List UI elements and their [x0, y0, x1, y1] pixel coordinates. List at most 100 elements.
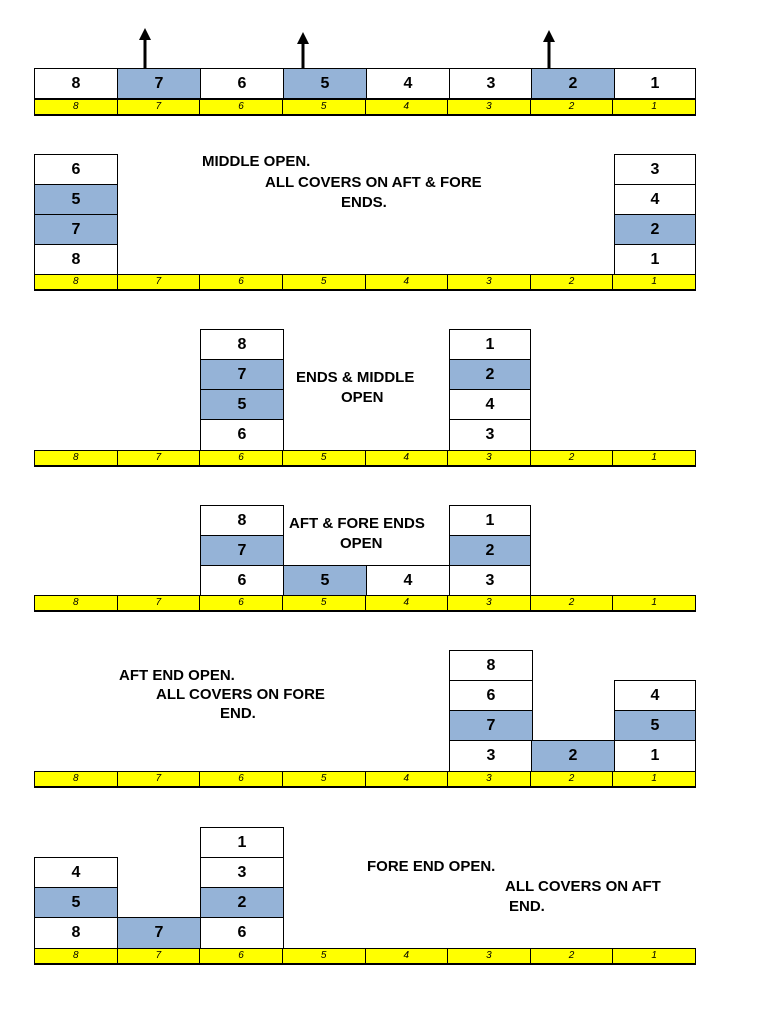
- strip-number: 6: [200, 949, 283, 963]
- note-line: ALL COVERS ON AFT: [505, 878, 661, 895]
- hatch-position-strip: 8 7 6 5 4 3 2 1: [34, 771, 696, 788]
- strip-number: 4: [366, 275, 449, 289]
- note-line: OPEN: [341, 389, 384, 406]
- hatch-cover: 5: [34, 184, 118, 215]
- strip-number: 2: [531, 949, 614, 963]
- note-line: MIDDLE OPEN.: [202, 153, 311, 170]
- hatch-cover: 4: [34, 857, 118, 888]
- strip-number: 7: [118, 275, 201, 289]
- hatch-cover: 3: [614, 154, 696, 185]
- strip-number: 3: [448, 100, 531, 114]
- hatch-cover: 1: [200, 827, 284, 858]
- hatch-cover: 5: [34, 887, 118, 918]
- hatch-cover: 4: [449, 389, 531, 420]
- note-line: END.: [220, 705, 256, 722]
- hatch-cover: 8: [34, 68, 118, 99]
- note-line: END.: [509, 898, 545, 915]
- strip-number: 4: [366, 100, 449, 114]
- note-line: ALL COVERS ON AFT & FORE: [265, 174, 482, 191]
- hatch-cover: 7: [200, 359, 284, 390]
- note-line: ALL COVERS ON FORE: [156, 686, 325, 703]
- hatch-cover: 6: [200, 917, 284, 949]
- strip-number: 3: [448, 772, 531, 786]
- note-line: FORE END OPEN.: [367, 858, 496, 875]
- hatch-cover: 2: [200, 887, 284, 918]
- strip-number: 8: [35, 949, 118, 963]
- strip-number: 6: [200, 100, 283, 114]
- hatch-cover: 7: [117, 917, 201, 949]
- strip-number: 8: [35, 275, 118, 289]
- note-line: ENDS & MIDDLE: [296, 369, 415, 386]
- hatch-cover: 1: [614, 244, 696, 275]
- hatch-cover: 6: [200, 68, 284, 99]
- strip-number: 6: [200, 451, 283, 465]
- hatch-cover: 8: [449, 650, 533, 681]
- hatch-cover: 5: [283, 565, 367, 596]
- hatch-cover: 8: [200, 329, 284, 360]
- strip-number: 3: [448, 275, 531, 289]
- strip-number: 4: [366, 596, 449, 610]
- strip-number: 5: [283, 275, 366, 289]
- hatch-cover: 2: [531, 68, 615, 99]
- note-line: AFT & FORE ENDS: [289, 515, 425, 532]
- strip-number: 8: [35, 596, 118, 610]
- hatch-cover: 3: [449, 565, 531, 596]
- hatch-cover: 7: [34, 214, 118, 245]
- hatch-cover: 2: [449, 359, 531, 390]
- hatch-cover: 5: [614, 710, 696, 741]
- strip-number: 5: [283, 772, 366, 786]
- strip-number: 6: [200, 772, 283, 786]
- hatch-cover: 4: [614, 680, 696, 711]
- strip-number: 1: [651, 597, 657, 608]
- hatch-cover: 8: [200, 505, 284, 536]
- hatch-cover: 3: [449, 68, 533, 99]
- hatch-cover: 3: [200, 857, 284, 888]
- strip-number: 3: [448, 451, 531, 465]
- hatch-cover: 6: [449, 680, 533, 711]
- strip-number: 5: [283, 949, 366, 963]
- hatch-cover: 6: [200, 565, 284, 596]
- hatch-position-strip: 8 7 6 5 4 3 2 1: [34, 595, 696, 612]
- strip-number: 3: [448, 949, 531, 963]
- strip-number: 5: [283, 451, 366, 465]
- arrow-up-icon: [297, 32, 309, 80]
- strip-number: 7: [118, 772, 201, 786]
- hatch-cover: 7: [117, 68, 201, 99]
- strip-number: 1: [651, 773, 657, 784]
- strip-number: 7: [118, 451, 201, 465]
- strip-number: 7: [118, 596, 201, 610]
- strip-number: 5: [283, 596, 366, 610]
- strip-number: 2: [531, 275, 614, 289]
- note-line: AFT END OPEN.: [119, 667, 235, 684]
- strip-number: 7: [118, 100, 201, 114]
- note-line: ENDS.: [341, 194, 387, 211]
- strip-number: 2: [531, 451, 614, 465]
- hatch-position-strip: 8 7 6 5 4 3 2 1: [34, 274, 696, 291]
- hatch-position-strip: 8 7 6 5 4 3 2 1: [34, 99, 696, 116]
- strip-number: 4: [366, 451, 449, 465]
- strip-number: 8: [35, 100, 118, 114]
- hatch-cover: 8: [34, 244, 118, 275]
- strip-number: 8: [35, 772, 118, 786]
- hatch-cover: 1: [614, 68, 696, 99]
- strip-number: 2: [531, 772, 614, 786]
- hatch-cover: 2: [531, 740, 615, 772]
- hatch-cover: 3: [449, 419, 531, 451]
- arrow-up-icon: [543, 30, 555, 80]
- hatch-cover: 2: [614, 214, 696, 245]
- hatch-cover: 4: [366, 68, 450, 99]
- hatch-cover: 1: [449, 329, 531, 360]
- strip-number: 3: [448, 596, 531, 610]
- hatch-cover: 1: [449, 505, 531, 536]
- hatch-cover: 3: [449, 740, 533, 772]
- strip-number: 2: [531, 596, 614, 610]
- hatch-position-strip: 8 7 6 5 4 3 2 1: [34, 450, 696, 467]
- strip-number: 8: [35, 451, 118, 465]
- hatch-cover: 8: [34, 917, 118, 949]
- arrow-up-icon: [139, 28, 151, 80]
- hatch-cover: 4: [614, 184, 696, 215]
- strip-number: 1: [651, 950, 657, 961]
- hatch-cover: 1: [614, 740, 696, 772]
- hatch-position-strip: 8 7 6 5 4 3 2 1: [34, 948, 696, 965]
- strip-number: 6: [200, 275, 283, 289]
